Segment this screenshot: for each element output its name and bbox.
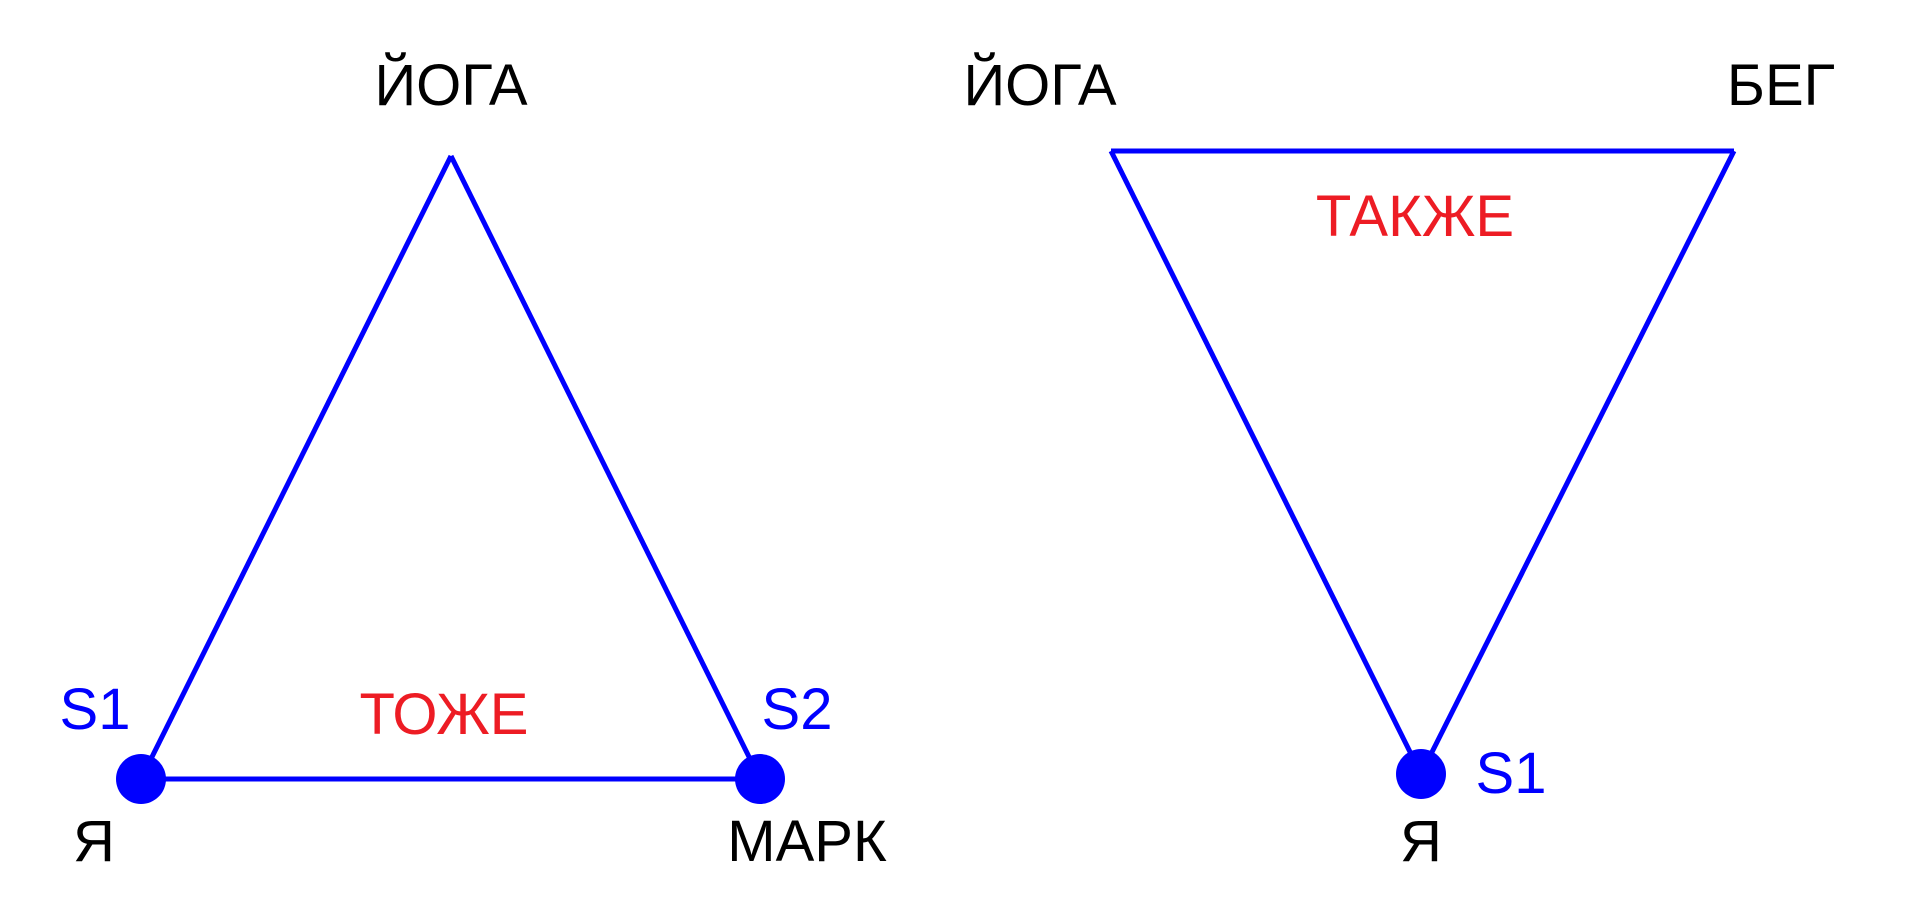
- right-state-s1: S1: [1475, 741, 1547, 806]
- edge-yoga-s1: [1108, 149, 1424, 776]
- right-node-label-me: Я: [1400, 809, 1442, 874]
- left-top-label: ЙОГА: [374, 53, 528, 118]
- edge-yoga-s2: [448, 154, 763, 781]
- edge-run-s1: [1418, 149, 1737, 776]
- right-top-right-label: БЕГ: [1726, 53, 1836, 118]
- left-triangle: [138, 154, 763, 782]
- node-s1-left: [116, 754, 166, 804]
- right-relation-label: ТАКЖЕ: [1315, 184, 1515, 249]
- node-s2-left: [735, 754, 785, 804]
- right-top-left-label: ЙОГА: [963, 53, 1117, 118]
- node-s1-right: [1396, 749, 1446, 799]
- left-state-s2: S2: [761, 677, 833, 742]
- left-state-s1: S1: [59, 677, 131, 742]
- edge-s1-yoga: [138, 154, 454, 781]
- left-relation-label: ТОЖЕ: [359, 682, 529, 747]
- left-node-label-mark: МАРК: [727, 809, 887, 874]
- right-triangle: [1108, 148, 1737, 776]
- left-node-label-me: Я: [73, 809, 115, 874]
